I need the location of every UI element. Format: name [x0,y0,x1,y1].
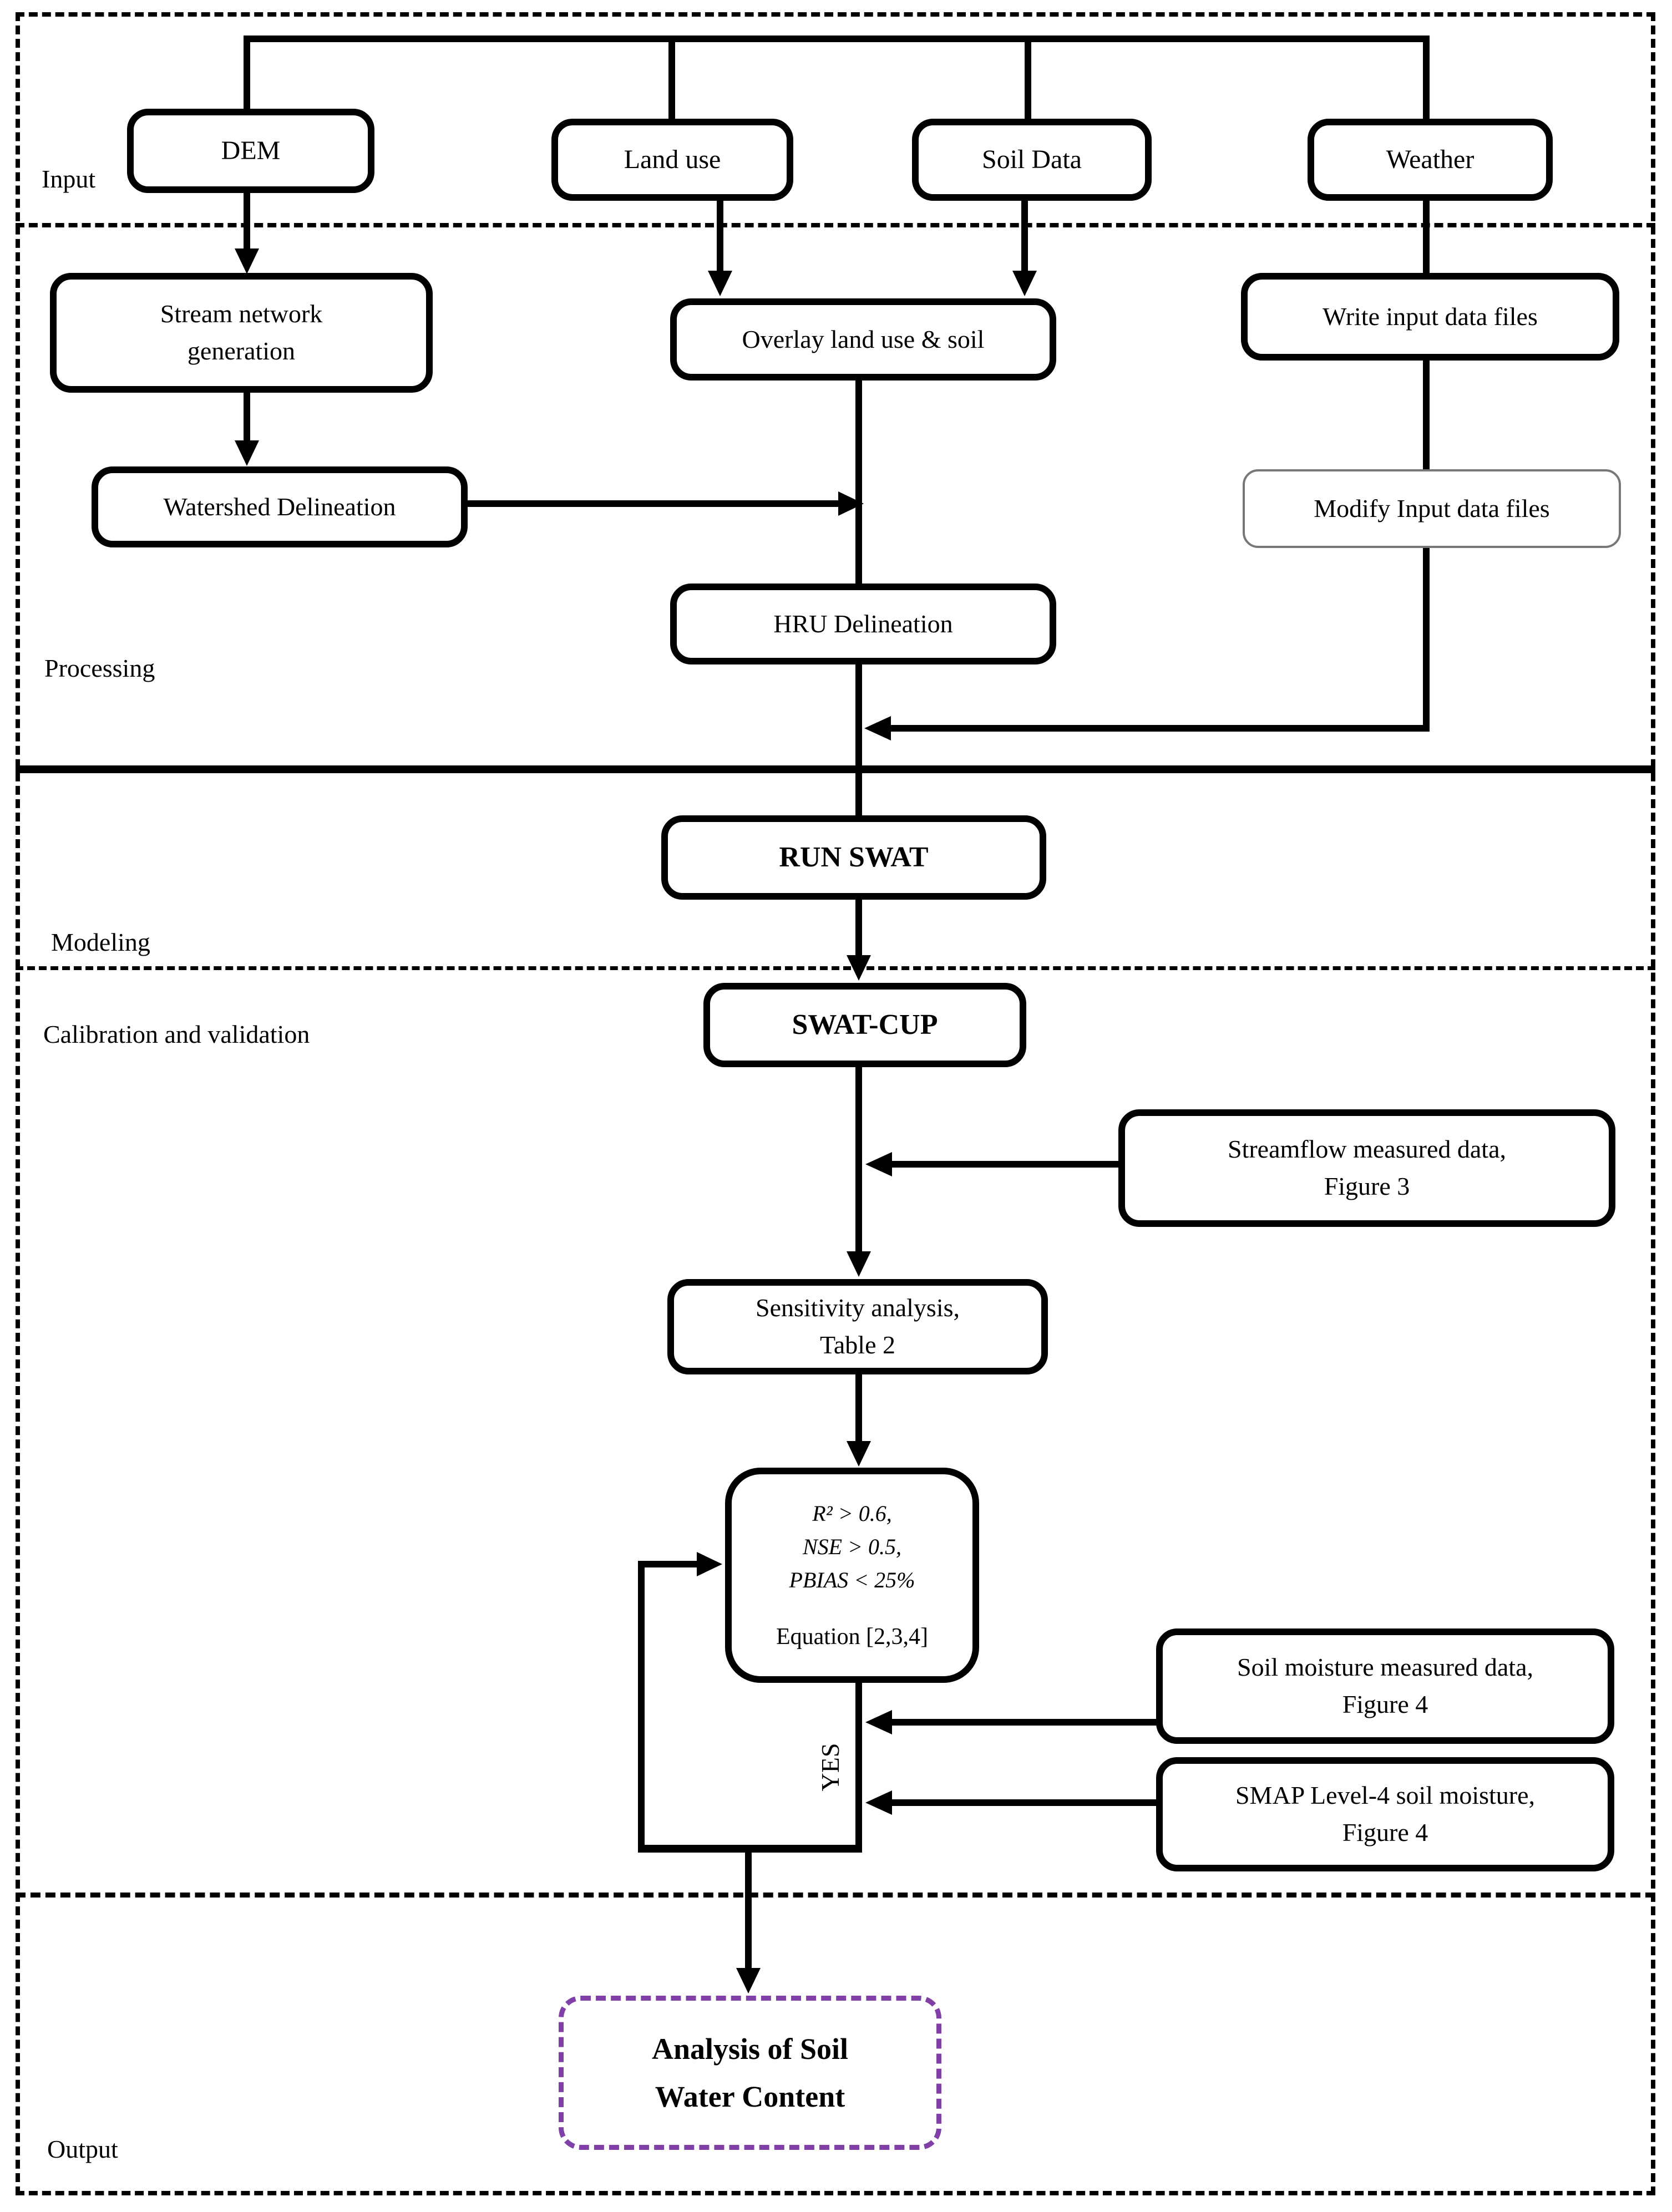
section-label-processing: Processing [44,654,155,682]
node-run-swat: RUN SWAT [661,815,1046,900]
node-write-input: Write input data files [1241,273,1619,361]
node-smap: SMAP Level-4 soil moisture, Figure 4 [1156,1757,1614,1871]
node-land-use: Land use [551,119,793,201]
node-smap-line2: Figure 4 [1342,1818,1428,1846]
connector-top-bus [244,35,1430,42]
connector-bus-to-soildata [1025,35,1031,119]
arrow-sensitivity-to-decision-head [847,1441,871,1467]
loop-left-line [638,1561,645,1853]
node-hru: HRU Delineation [670,584,1056,664]
node-decision: R² > 0.6, NSE > 0.5, PBIAS < 25% Equatio… [725,1468,979,1683]
decision-nse: NSE > 0.5, [802,1534,902,1559]
connector-hru-to-runswat [855,663,862,815]
node-soil-moisture: Soil moisture measured data, Figure 4 [1156,1628,1614,1744]
node-weather: Weather [1308,119,1553,201]
decision-r2: R² > 0.6, [812,1500,892,1526]
arrow-swatcup-to-sensitivity-line [855,1066,862,1252]
connector-bus-to-dem [244,35,250,109]
loop-into-decision-line [642,1561,698,1567]
node-soil-data: Soil Data [912,119,1152,201]
arrow-sensitivity-to-decision-line [855,1373,862,1442]
arrow-smap-left-head [865,1790,892,1815]
arrow-runswat-to-swatcup-line [855,899,862,956]
section-label-modeling: Modeling [51,928,150,956]
node-watershed: Watershed Delineation [92,466,468,547]
node-soil-moisture-line1: Soil moisture measured data, [1237,1653,1533,1682]
connector-bus-to-weather [1423,35,1430,119]
node-soil-data-label: Soil Data [982,145,1082,175]
node-streamflow: Streamflow measured data, Figure 3 [1118,1109,1615,1227]
section-label-input: Input [42,165,96,193]
node-swat-cup-label: SWAT-CUP [792,1009,938,1041]
node-smap-line1: SMAP Level-4 soil moisture, [1235,1781,1536,1810]
node-sensitivity-line2: Table 2 [819,1331,895,1359]
loop-bottom-line [638,1845,862,1853]
connector-write-to-modify [1423,359,1430,469]
yes-label: YES [815,1743,844,1792]
divider-input-processing [16,223,1655,227]
connector-weather-to-write [1423,200,1430,274]
arrow-to-output-line [745,1851,752,1969]
connector-modify-down [1423,547,1430,732]
node-overlay-label: Overlay land use & soil [742,324,985,353]
node-output-analysis: Analysis of Soil Water Content [559,1996,941,2150]
node-land-use-label: Land use [624,145,721,175]
node-stream-network: Stream network generation [50,273,433,393]
node-stream-network-line2: generation [187,337,296,365]
node-overlay: Overlay land use & soil [670,298,1056,380]
divider-calibration-output [16,1893,1655,1898]
connector-decision-down [855,1683,862,1845]
arrow-streamflow-left-line [892,1161,1119,1168]
node-swat-cup: SWAT-CUP [703,983,1026,1067]
arrow-runswat-to-swatcup-head [847,955,871,981]
arrow-stream-to-watershed-line [244,392,250,443]
node-output-line2: Water Content [655,2080,845,2113]
node-modify-input: Modify Input data files [1243,469,1621,548]
arrow-stream-to-watershed-head [235,440,259,466]
node-streamflow-line1: Streamflow measured data, [1228,1135,1506,1164]
node-watershed-label: Watershed Delineation [163,492,396,521]
node-soil-moisture-line2: Figure 4 [1342,1690,1428,1718]
node-stream-network-line1: Stream network [160,300,323,328]
divider-modeling-calibration [16,966,1655,970]
arrow-landuse-to-overlay-head [708,271,732,296]
node-dem: DEM [127,109,374,193]
arrow-soildata-to-overlay-head [1012,271,1037,296]
arrow-watershed-right-line [468,500,840,507]
arrow-to-output-head [736,1968,761,1993]
arrow-dem-to-stream-line [244,192,250,251]
arrow-smap-left-line [892,1799,1157,1806]
arrow-streamflow-left-head [865,1152,892,1176]
arrow-soilmoisture-left-line [892,1719,1157,1726]
section-label-calibration: Calibration and validation [43,1020,310,1048]
node-streamflow-line2: Figure 3 [1324,1172,1410,1200]
arrow-soilmoisture-left-head [865,1710,892,1734]
node-write-input-label: Write input data files [1323,302,1538,331]
connector-overlay-to-hru [855,379,862,584]
node-modify-input-label: Modify Input data files [1314,494,1550,522]
node-run-swat-label: RUN SWAT [779,841,929,874]
arrow-swatcup-to-sensitivity-head [847,1251,871,1277]
node-output-line1: Analysis of Soil [651,2032,849,2066]
divider-processing-modeling [16,765,1655,773]
node-sensitivity-line1: Sensitivity analysis, [756,1293,960,1322]
arrow-modify-left-head [864,716,891,740]
decision-pbias: PBIAS < 25% [789,1567,915,1592]
arrow-dem-to-stream-head [235,248,259,274]
decision-equation: Equation [2,3,4] [776,1624,929,1650]
arrow-modify-left-line [891,725,1430,732]
node-sensitivity: Sensitivity analysis, Table 2 [667,1279,1048,1374]
figure-dashed-border [16,12,1655,2195]
arrow-landuse-to-overlay-line [717,200,723,273]
node-dem-label: DEM [221,136,281,166]
loop-into-decision-head [697,1552,722,1576]
arrow-soildata-to-overlay-line [1021,200,1028,273]
node-weather-label: Weather [1386,145,1475,175]
connector-bus-to-landuse [668,35,675,119]
section-label-output: Output [47,2135,118,2163]
node-hru-label: HRU Delineation [773,609,953,638]
